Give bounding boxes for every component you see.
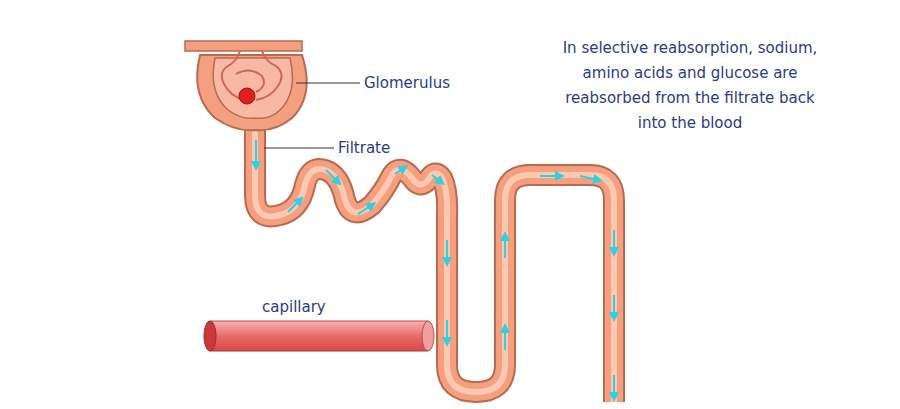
capillary-vessel — [204, 321, 434, 351]
leader-line — [264, 148, 334, 149]
part-label: capillary — [262, 298, 326, 316]
note-text: In selective reabsorption, sodium, amino… — [555, 36, 825, 136]
part-label: Glomerulus — [364, 74, 450, 92]
leader-line — [296, 83, 360, 84]
blood-vessel — [185, 41, 302, 51]
bowmans-capsule — [197, 51, 307, 130]
flow-arrows — [256, 140, 614, 397]
part-label: Filtrate — [338, 139, 390, 157]
tubule — [255, 115, 614, 402]
